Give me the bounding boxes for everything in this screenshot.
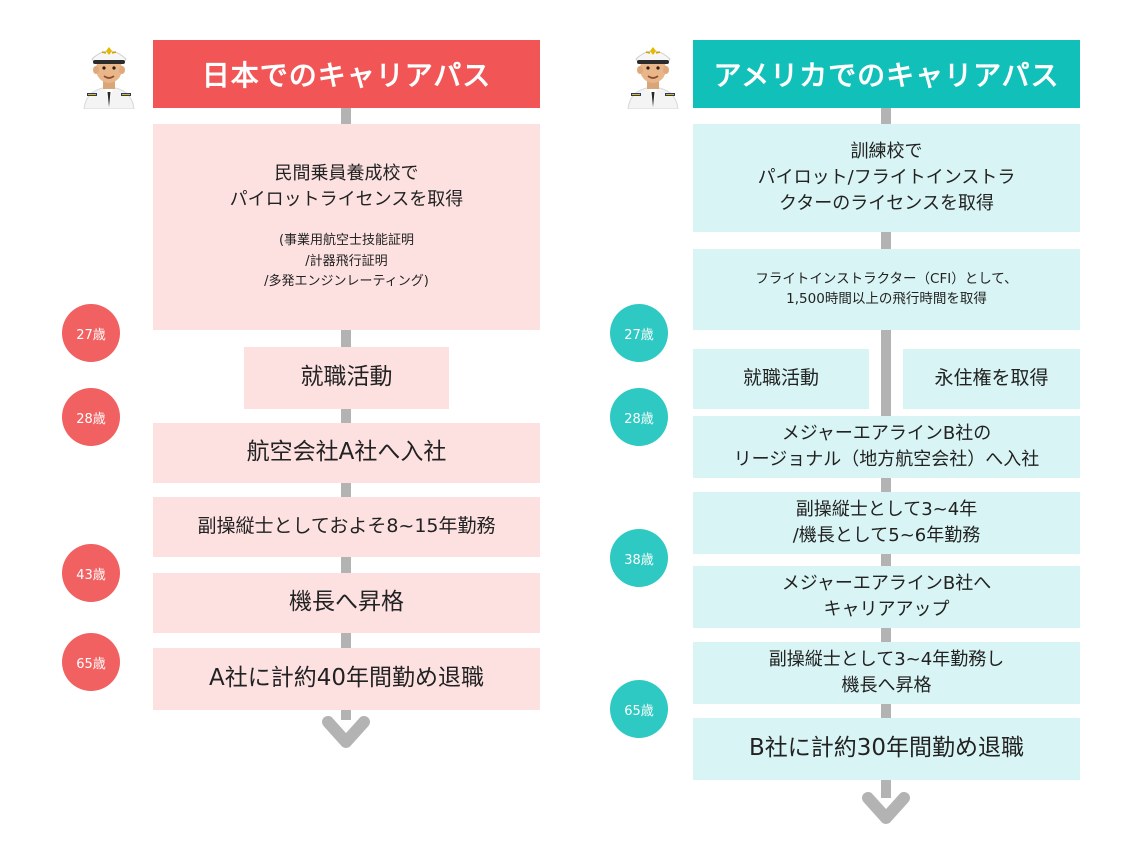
- us-pilot-avatar: [627, 46, 679, 109]
- us-step-regional-career: 副操縦士として3~4年 /機長として5~6年勤務: [693, 492, 1080, 554]
- japan-step-license: 民間乗員養成校で パイロットライセンスを取得 (事業用航空士技能証明 /計器飛行…: [153, 124, 540, 330]
- japan-age-badge: 27歳: [62, 304, 120, 362]
- japan-step-captain: 機長へ昇格: [153, 573, 540, 633]
- us-step-cfi-hours: フライトインストラクター（CFI）として、 1,500時間以上の飛行時間を取得: [693, 249, 1080, 330]
- us-age-badge: 27歳: [610, 304, 668, 362]
- japan-step-first-officer: 副操縦士としておよそ8~15年勤務: [153, 497, 540, 557]
- us-age-badge: 38歳: [610, 529, 668, 587]
- japan-step-join-airline: 航空会社A社へ入社: [153, 423, 540, 483]
- japan-pilot-avatar: [83, 46, 135, 109]
- us-age-badge: 65歳: [610, 680, 668, 738]
- us-step-retire: B社に計約30年間勤め退職: [693, 718, 1080, 780]
- japan-title: 日本でのキャリアパス: [153, 40, 540, 108]
- japan-age-badge: 28歳: [62, 388, 120, 446]
- us-step-join-regional: メジャーエアラインB社の リージョナル（地方航空会社）へ入社: [693, 416, 1080, 478]
- us-step-major-airline: メジャーエアラインB社へ キャリアアップ: [693, 566, 1080, 628]
- japan-age-badge: 43歳: [62, 544, 120, 602]
- us-down-arrow-icon: [862, 792, 910, 824]
- us-step-green-card: 永住権を取得: [903, 349, 1080, 409]
- us-step-job-hunting: 就職活動: [693, 349, 869, 409]
- japan-connector-line: [341, 108, 351, 720]
- japan-age-badge: 65歳: [62, 633, 120, 691]
- us-step-captain: 副操縦士として3~4年勤務し 機長へ昇格: [693, 642, 1080, 704]
- japan-step-retire: A社に計約40年間勤め退職: [153, 648, 540, 710]
- us-step-license: 訓練校で パイロット/フライトインストラ クターのライセンスを取得: [693, 124, 1080, 232]
- us-age-badge: 28歳: [610, 388, 668, 446]
- us-title: アメリカでのキャリアパス: [693, 40, 1080, 108]
- japan-down-arrow-icon: [322, 716, 370, 748]
- japan-step-job-hunting: 就職活動: [244, 347, 449, 409]
